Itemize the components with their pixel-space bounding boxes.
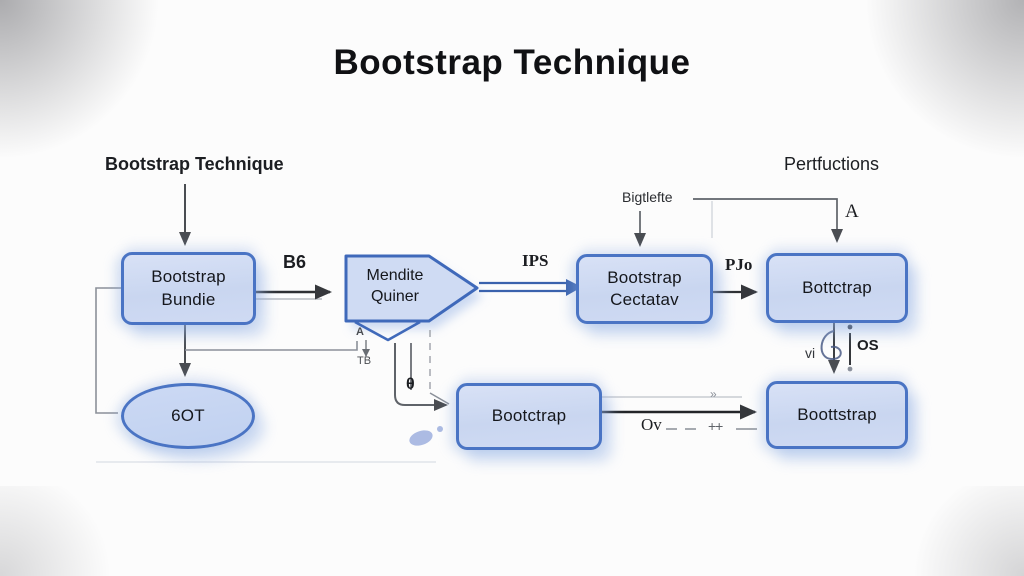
label-ips: IPS [522,251,549,270]
page-title: Bootstrap Technique [333,43,691,82]
elbow-bundle-to-ellipse [95,287,121,414]
label-ov: Ov [641,415,662,434]
vignette-bottom-right [894,486,1024,576]
label-a: A [845,201,859,222]
node-cectatav-line1: Bootstrap [607,267,682,287]
node-bootstrap-bundle: Bootstrap Bundie [121,252,256,325]
label-os: OS [857,337,879,354]
label-tiny-a: A [356,326,364,338]
os-tick-dot-bottom [847,366,853,372]
dashed-drop-elbow [429,392,450,405]
ink-artifact-blob [409,430,433,446]
node-got-label: 6OT [171,405,205,425]
node-bootstrap-bundle-line2: Bundie [161,289,216,309]
node-bottctrap-label: Bottctrap [802,277,872,297]
label-plusplus: ++ [708,418,723,434]
vignette-bottom-left [0,486,130,576]
loop-quiner-to-bootctrap [394,343,448,411]
node-got-ellipse: 6OT [121,383,255,449]
v-notch [354,320,421,342]
elbow-signal-to-bottctrap [693,198,843,243]
node-bottctrap: Bottctrap [766,253,908,323]
label-vi: vi [805,345,816,361]
label-chevron: » [710,387,717,401]
label-theta: θ [406,376,415,393]
label-top-right: Pertfuctions [784,154,880,174]
node-quiner-line2: Quiner [370,288,420,305]
node-quiner-line1: Mendite [366,267,424,285]
node-bootctrap-label: Bootctrap [491,406,567,426]
ink-artifact-dot [437,426,443,432]
label-b6: B6 [283,252,307,272]
node-cectatav-line2: Cectatav [610,290,679,309]
node-bootctrap: Bootctrap [456,383,602,450]
loop-curve [820,330,842,361]
branch-line [185,341,358,351]
node-boottstrap: Boottstrap [766,381,908,449]
label-top-left: Bootstrap Technique [105,154,284,174]
node-boottstrap-label: Boottstrap [797,404,877,424]
label-pjo: PJo [725,255,753,274]
label-tb: TB [357,355,372,367]
os-tick-dot-top [847,324,853,330]
node-quiner-text: Mendite Quiner [348,262,442,312]
label-signal: Bigtlefte [622,189,673,205]
node-bootstrap-cectatav: Bootstrap Cectatav [576,254,713,324]
node-bootstrap-bundle-line1: Bootstrap [151,267,226,287]
